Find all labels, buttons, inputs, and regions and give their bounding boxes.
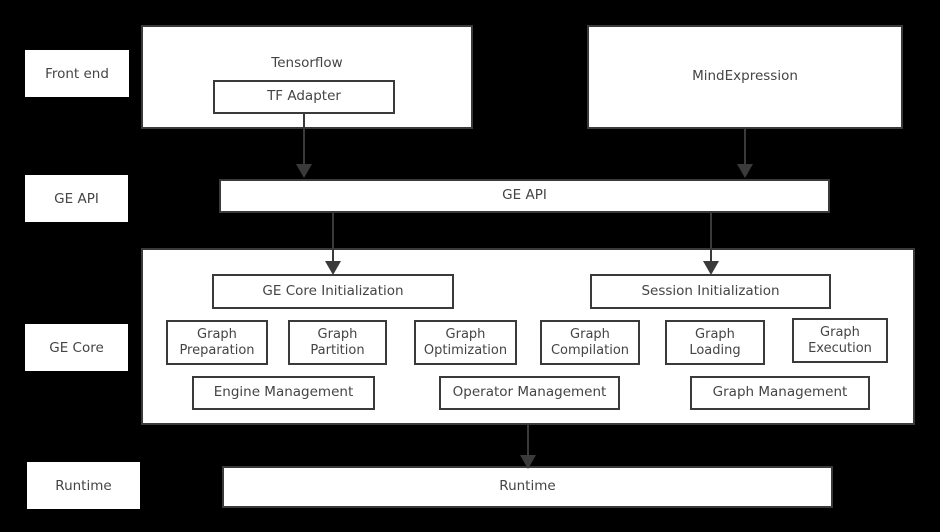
engine-management-box: Engine Management [192,376,375,410]
graph-optimization-box: Graph Optimization [414,320,517,365]
stage-label-ge-api: GE API [25,175,128,222]
graph-execution-box: Graph Execution [792,318,888,363]
graph-compilation-box: Graph Compilation [540,320,640,365]
operator-management-box: Operator Management [439,376,620,410]
ge-api-bar: GE API [219,179,830,213]
tf-adapter-box: TF Adapter [213,80,395,114]
mindexpression-box: MindExpression [587,25,903,129]
graph-preparation-box: Graph Preparation [166,320,268,365]
graph-loading-box: Graph Loading [665,320,765,365]
graph-management-box: Graph Management [690,376,870,410]
ge-core-initialization-box: GE Core Initialization [212,274,454,309]
stage-label-front-end: Front end [25,50,129,97]
stage-label-runtime: Runtime [27,462,140,509]
session-initialization-box: Session Initialization [590,274,831,309]
graph-partition-box: Graph Partition [288,320,387,365]
stage-label-ge-core: GE Core [25,324,128,371]
runtime-bar: Runtime [222,466,833,508]
